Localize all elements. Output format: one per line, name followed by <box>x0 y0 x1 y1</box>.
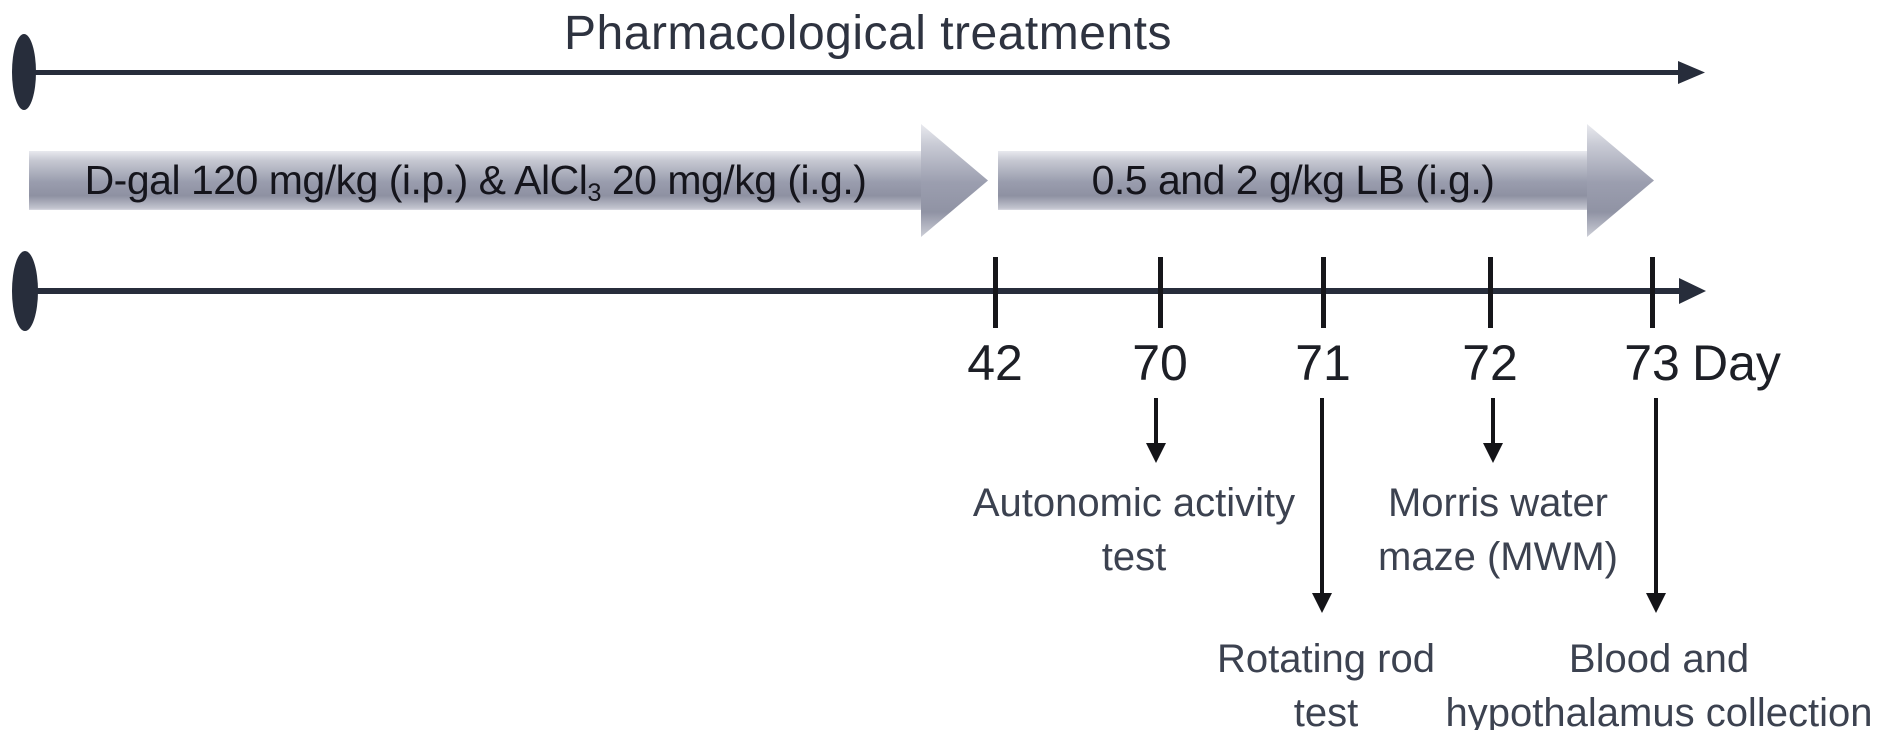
treatment-arrow-dgal-alcl3-label: D-gal 120 mg/kg (i.p.) & AlCl3 20 mg/kg … <box>84 157 867 208</box>
treatments-timeline-arrowhead-icon <box>1678 61 1705 84</box>
diagram-title: Pharmacological treatments <box>564 7 1172 60</box>
event-arrow-day-70-head-icon <box>1146 443 1166 463</box>
tick-day-72 <box>1488 257 1493 328</box>
event-label-line: Blood and <box>1568 637 1750 681</box>
subscript-3: 3 <box>587 179 601 208</box>
event-arrow-day-72-head-icon <box>1483 443 1503 463</box>
event-label-rotating-rod-test: Rotating rod test <box>1126 632 1526 730</box>
event-arrow-day-70 <box>1154 398 1158 444</box>
event-label-line: hypothalamus collection <box>1445 691 1873 730</box>
event-arrow-day-73-head-icon <box>1646 593 1666 613</box>
event-label-line: Autonomic activity <box>972 481 1296 525</box>
tick-label-42: 42 <box>967 335 1023 391</box>
tick-day-70 <box>1158 257 1163 328</box>
event-arrow-day-73 <box>1654 398 1658 594</box>
treatments-timeline-line <box>30 70 1682 75</box>
treatment-arrow-lb-head-icon <box>1587 124 1654 237</box>
day-timeline-line <box>30 288 1685 294</box>
event-arrow-day-72 <box>1491 398 1495 444</box>
event-arrow-day-71-head-icon <box>1312 593 1332 613</box>
tick-label-73: 73 <box>1624 335 1680 391</box>
tick-day-71 <box>1321 257 1326 328</box>
event-label-line: Morris water <box>1387 481 1609 525</box>
treatment-arrow-lb: 0.5 and 2 g/kg LB (i.g.) <box>998 151 1588 210</box>
tick-day-42 <box>993 257 998 328</box>
event-label-line: test <box>1293 691 1359 730</box>
treatment-arrow-dgal-alcl3-head-icon <box>921 124 988 237</box>
day-unit-label: Day <box>1692 335 1781 391</box>
event-label-line: Rotating rod <box>1217 637 1435 681</box>
tick-day-73 <box>1650 257 1655 328</box>
event-label-line: maze (MWM) <box>1378 535 1618 579</box>
tick-label-70: 70 <box>1132 335 1188 391</box>
event-label-autonomic-activity-test: Autonomic activity test <box>934 476 1334 584</box>
treatment-arrow-dgal-alcl3: D-gal 120 mg/kg (i.p.) & AlCl3 20 mg/kg … <box>29 151 922 210</box>
tick-label-72: 72 <box>1462 335 1518 391</box>
event-arrow-day-71 <box>1320 398 1324 594</box>
treatment-arrow-lb-label: 0.5 and 2 g/kg LB (i.g.) <box>1091 157 1495 203</box>
event-label-morris-water-maze: Morris water maze (MWM) <box>1298 476 1698 584</box>
event-label-line: test <box>1101 535 1167 579</box>
tick-label-71: 71 <box>1295 335 1351 391</box>
event-label-blood-hypothalamus-collection: Blood and hypothalamus collection <box>1427 632 1877 730</box>
day-timeline-arrowhead-icon <box>1679 278 1706 304</box>
